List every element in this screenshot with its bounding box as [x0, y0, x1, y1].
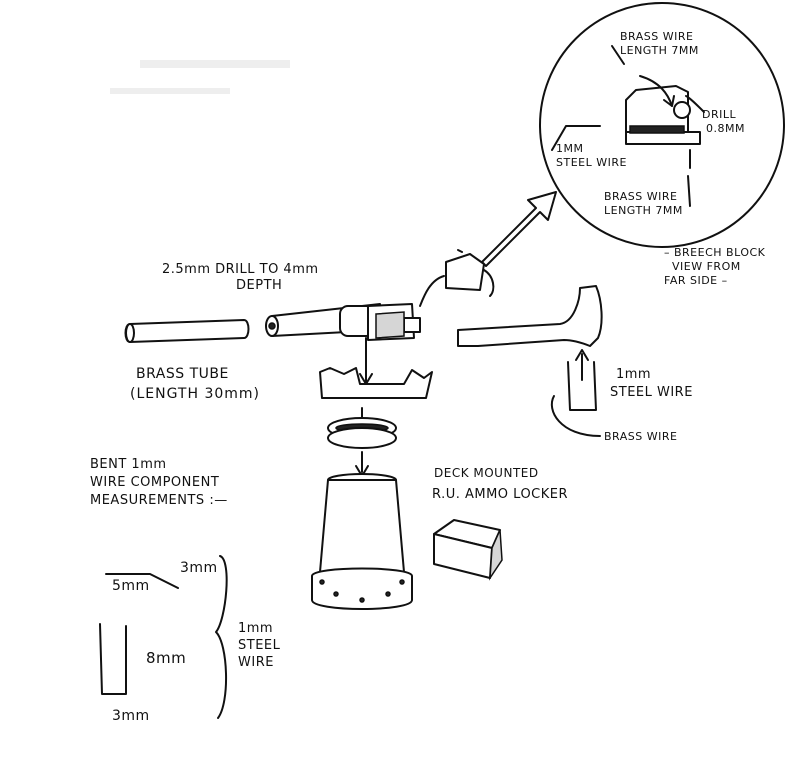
label-line: R.U. AMMO LOCKER	[432, 487, 569, 502]
brass-tube	[124, 319, 250, 343]
label-line: DRILL	[702, 108, 737, 121]
callout-arrow	[481, 191, 557, 267]
gun-barrel	[265, 303, 421, 341]
erased-marks	[110, 60, 290, 94]
breech-caption: – BREECH BLOCK VIEW FROM FAR SIDE –	[664, 246, 765, 288]
training-ring	[327, 407, 397, 449]
label-line: BENT 1mm	[90, 457, 167, 472]
steel-wire-right-label: 1mm STEEL WIRE	[610, 366, 693, 402]
bent-wire-components	[99, 555, 228, 719]
label-line: LENGTH 7mm	[604, 204, 683, 217]
pedestal	[311, 451, 413, 610]
ammo-locker	[433, 519, 503, 581]
bent-wire-label: BENT 1mm WIRE COMPONENT MEASUREMENTS :—	[90, 456, 228, 510]
label-line: – BREECH BLOCK	[664, 246, 766, 259]
label-line: DECK MOUNTED	[434, 466, 539, 480]
brass-wire-top-label: BRASS WIRE LENGTH 7mm	[620, 30, 699, 58]
label-line: (LENGTH 30mm)	[130, 386, 261, 402]
label-line: STEEL WIRE	[556, 156, 627, 169]
label-line: WIRE COMPONENT	[90, 475, 220, 490]
label-line: 1mm	[616, 367, 652, 382]
label-line: MEASUREMENTS :—	[90, 493, 228, 508]
breech-block-inset	[539, 2, 785, 248]
dim-5mm: 5mm	[112, 578, 150, 594]
label-line: WIRE	[238, 655, 274, 670]
dim-3mm-bottom: 3mm	[112, 708, 150, 724]
shoulder-rest	[457, 285, 603, 347]
label-line: VIEW FROM	[672, 260, 741, 273]
dim-8mm: 8mm	[146, 649, 187, 667]
ammo-locker-label: DECK MOUNTED R.U. AMMO LOCKER	[432, 462, 568, 506]
brass-wire-bottom-label: BRASS WIRE LENGTH 7mm	[604, 190, 683, 218]
label-line: FAR SIDE –	[664, 274, 728, 287]
label-line: LENGTH 7mm	[620, 44, 699, 57]
breech-block-small	[419, 249, 495, 307]
label-line: BRASS WIRE	[604, 190, 678, 203]
cradle	[319, 337, 433, 399]
label-line: 1mm	[238, 621, 274, 636]
steel-wire-u-right	[550, 349, 601, 437]
brass-wire-right-label: BRASS WIRE	[604, 430, 678, 443]
label-line: STEEL WIRE	[610, 385, 693, 400]
label-line: BRASS TUBE	[136, 366, 229, 382]
steel-wire-bracket-label: 1mm STEEL WIRE	[238, 620, 280, 671]
brass-tube-label: BRASS TUBE (LENGTH 30mm)	[130, 364, 260, 404]
steel-wire-inset-label: 1mm STEEL WIRE	[556, 142, 627, 170]
drill-note-label: 2.5mm DRILL TO 4mm DEPTH	[162, 262, 319, 294]
label-line: 0.8mm	[706, 122, 745, 135]
label-line: STEEL	[238, 638, 281, 653]
dim-3mm-top: 3mm	[180, 560, 218, 576]
label-line: 2.5mm DRILL TO 4mm	[162, 262, 319, 277]
label-line: BRASS WIRE	[620, 30, 694, 43]
label-line: 1mm	[556, 142, 584, 155]
drill-label: DRILL 0.8mm	[702, 108, 745, 136]
label-line: DEPTH	[236, 278, 283, 293]
